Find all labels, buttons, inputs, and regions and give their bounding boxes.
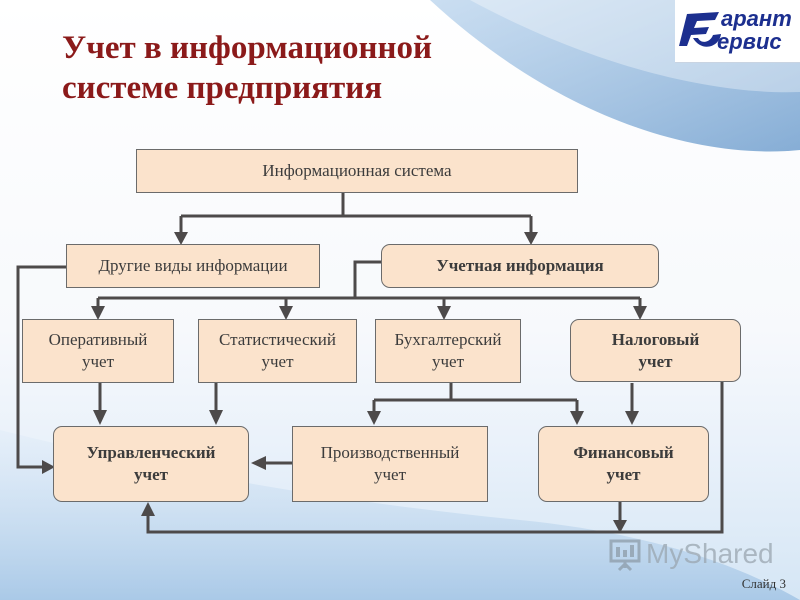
title-line-1: Учет в информационной bbox=[62, 30, 433, 66]
node-financial-line-2: учет bbox=[606, 465, 641, 484]
title-line-2: системе предприятия bbox=[62, 70, 383, 106]
node-managerial-line-1: Управленческий bbox=[86, 443, 216, 462]
node-production-accounting: Производственный учет bbox=[292, 426, 488, 502]
node-financial-line-1: Финансовый bbox=[573, 443, 674, 462]
node-production-line-1: Производственный bbox=[320, 443, 460, 462]
node-managerial-accounting: Управленческий учет bbox=[53, 426, 249, 502]
node-bookkeeping-line-1: Бухгалтерский bbox=[394, 330, 502, 349]
node-information-system-label: Информационная система bbox=[262, 161, 452, 180]
watermark-text: MyShared bbox=[646, 538, 774, 569]
node-tax-line-2: учет bbox=[638, 351, 673, 371]
garant-logo-icon bbox=[679, 12, 721, 47]
node-bookkeeping-line-2: учет bbox=[431, 352, 465, 371]
node-information-system: Информационная система bbox=[136, 149, 578, 193]
node-operational-accounting: Оперативный учет bbox=[22, 319, 174, 383]
node-bookkeeping-accounting: Бухгалтерский учет bbox=[375, 319, 521, 383]
logo-text-line-2: ервис bbox=[717, 29, 782, 54]
node-financial-accounting: Финансовый учет bbox=[538, 426, 709, 502]
node-statistical-line-2: учет bbox=[261, 352, 294, 371]
logo-text-line-1: арант bbox=[721, 6, 792, 31]
myshared-watermark: MyShared bbox=[608, 536, 774, 576]
node-accounting-information-label: Учетная информация bbox=[436, 256, 604, 275]
garant-service-logo: арант ервис bbox=[675, 0, 800, 63]
node-operational-line-2: учет bbox=[81, 352, 114, 371]
node-tax-line-1: Налоговый bbox=[611, 329, 700, 349]
slide-number: Слайд 3 bbox=[741, 576, 786, 591]
node-tax-accounting: Налоговый учет bbox=[570, 319, 741, 382]
node-other-information-label: Другие виды информации bbox=[98, 256, 288, 275]
node-production-line-2: учет bbox=[373, 465, 406, 484]
node-operational-line-1: Оперативный bbox=[48, 330, 148, 349]
node-other-information: Другие виды информации bbox=[66, 244, 320, 288]
node-statistical-line-1: Статистический bbox=[219, 330, 336, 349]
page-title: Учет в информационной системе предприяти… bbox=[62, 28, 622, 108]
presentation-screen-icon bbox=[609, 539, 641, 572]
node-statistical-accounting: Статистический учет bbox=[198, 319, 357, 383]
node-accounting-information: Учетная информация bbox=[381, 244, 659, 288]
node-managerial-line-2: учет bbox=[134, 465, 168, 484]
